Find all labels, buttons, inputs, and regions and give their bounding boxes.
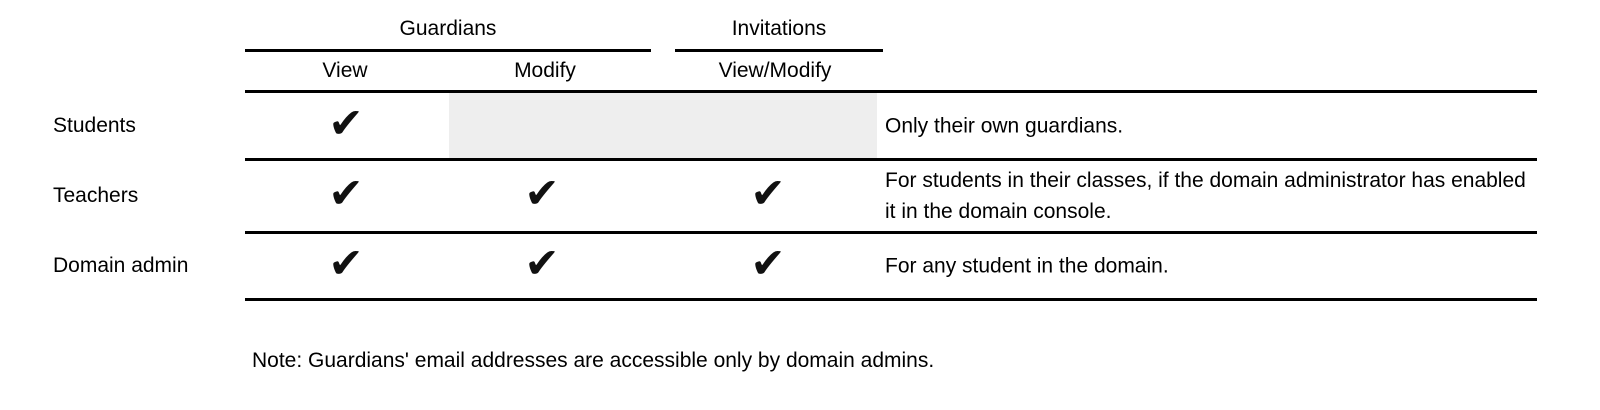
- checkmark-icon: ✔: [328, 238, 364, 288]
- checkmark-icon: ✔: [328, 97, 364, 147]
- checkmark-icon: ✔: [750, 238, 786, 288]
- row-label-domain-admin: Domain admin: [53, 254, 189, 277]
- row-note-domain-admin: For any student in the domain.: [885, 254, 1169, 278]
- row-rule-2: [245, 231, 1537, 234]
- table-row-teachers: Teachers ✔ ✔ ✔ For students in their cla…: [0, 161, 1600, 231]
- row-label-teachers: Teachers: [53, 184, 139, 207]
- table-row-students: Students ✔ Only their own guardians.: [0, 93, 1600, 158]
- guardians-underline: [245, 49, 651, 52]
- row-note-teachers: For students in their classes, if the do…: [885, 169, 1526, 223]
- column-header-modify: Modify: [514, 59, 576, 82]
- checkmark-icon: ✔: [524, 238, 560, 288]
- table-row-domain-admin: Domain admin ✔ ✔ ✔ For any student in th…: [0, 234, 1600, 298]
- row-rule-3: [245, 298, 1537, 301]
- column-group-guardians: Guardians: [399, 17, 497, 40]
- column-group-invitations: Invitations: [731, 17, 827, 40]
- checkmark-icon: ✔: [750, 168, 786, 218]
- column-header-view-modify: View/Modify: [718, 59, 832, 82]
- row-note-students: Only their own guardians.: [885, 114, 1124, 137]
- row-label-students: Students: [53, 113, 136, 137]
- students-disabled-cells: [449, 93, 877, 158]
- invitations-underline: [675, 49, 883, 52]
- row-rule-1: [245, 158, 1537, 161]
- column-header-view: View: [322, 59, 368, 82]
- checkmark-icon: ✔: [524, 168, 560, 218]
- footnote: Note: Guardians' email addresses are acc…: [252, 349, 935, 372]
- header-rule: [245, 90, 1537, 93]
- checkmark-icon: ✔: [328, 168, 364, 218]
